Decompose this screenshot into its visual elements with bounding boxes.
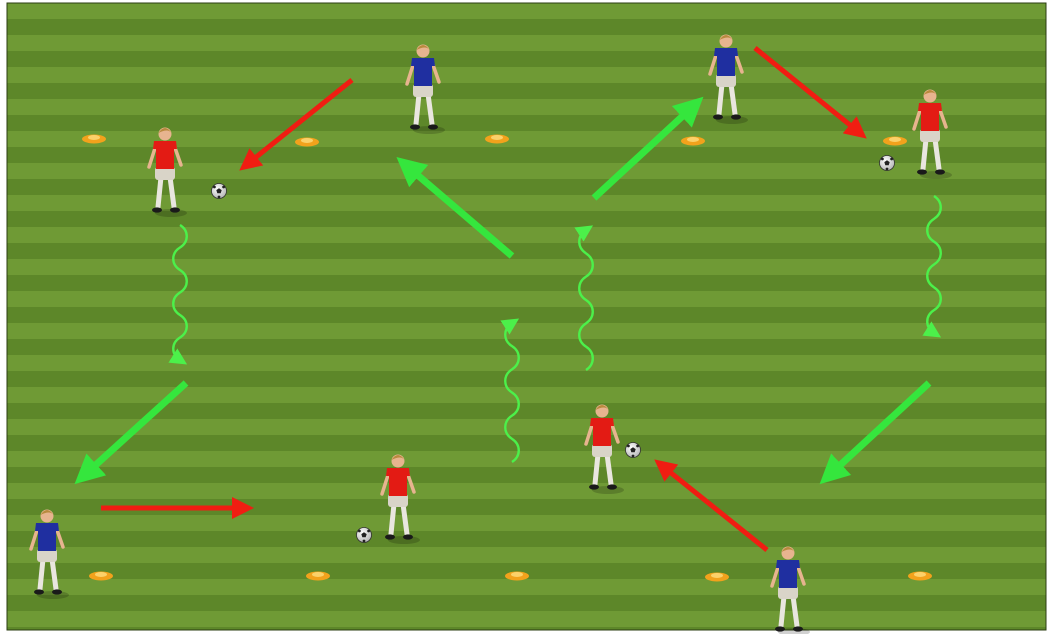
pass-arrow [74, 380, 189, 485]
grass-stripe [7, 499, 1046, 515]
grass-stripe [7, 179, 1046, 195]
run-arrows [101, 46, 867, 552]
grass-stripe [7, 243, 1046, 259]
soccer-balls [211, 155, 895, 543]
blue-team-player [708, 34, 748, 124]
red-team-player [584, 404, 624, 494]
dribble-paths [168, 194, 942, 464]
cone-marker [485, 134, 509, 144]
grass-stripe [7, 531, 1046, 547]
run-arrow [654, 459, 769, 552]
grass-stripe [7, 611, 1046, 627]
pass-arrow [396, 156, 515, 259]
cone-marker [306, 571, 330, 581]
grass-stripe [7, 451, 1046, 467]
cone-marker [82, 134, 106, 144]
grass-stripe [7, 435, 1046, 451]
cone-marker [295, 137, 319, 147]
grass-stripe [7, 195, 1046, 211]
red-team-player [912, 89, 952, 179]
grass-stripe [7, 211, 1046, 227]
cone-marker [89, 571, 113, 581]
grass-stripe [7, 227, 1046, 243]
grass-stripe [7, 115, 1046, 131]
grass-stripe [7, 371, 1046, 387]
grass-stripe [7, 483, 1046, 499]
cone-marker [883, 136, 907, 146]
grass-stripe [7, 467, 1046, 483]
grass-stripe [7, 19, 1046, 35]
soccer-ball [356, 527, 372, 543]
grass-stripe [7, 51, 1046, 67]
grass-stripe [7, 259, 1046, 275]
grass-stripe [7, 323, 1046, 339]
dribble-path [574, 225, 594, 372]
cone-markers [82, 134, 932, 582]
pass-arrow [819, 380, 932, 485]
grass-stripe [7, 579, 1046, 595]
dribble-path [168, 223, 188, 365]
blue-team-player [29, 509, 69, 599]
grass-stripe [7, 419, 1046, 435]
grass-stripe [7, 627, 1046, 630]
dribble-path [500, 318, 520, 464]
grass-stripe [7, 67, 1046, 83]
soccer-ball [879, 155, 895, 171]
run-arrow [239, 78, 354, 171]
run-arrow [753, 46, 867, 139]
pass-arrow [591, 96, 704, 201]
grass-stripes [7, 3, 1046, 630]
soccer-ball [625, 442, 641, 458]
red-team-player [380, 454, 420, 544]
red-team-player [147, 127, 187, 217]
grass-stripe [7, 163, 1046, 179]
cone-marker [505, 571, 529, 581]
dribble-path [922, 194, 942, 338]
grass-stripe [7, 387, 1046, 403]
pass-arrows [74, 96, 932, 485]
grass-stripe [7, 35, 1046, 51]
grass-stripe [7, 547, 1046, 563]
grass-stripe [7, 595, 1046, 611]
grass-stripe [7, 3, 1046, 19]
grass-stripe [7, 307, 1046, 323]
blue-team-player [770, 546, 810, 634]
grass-stripe [7, 131, 1046, 147]
grass-stripe [7, 275, 1046, 291]
players [29, 34, 952, 634]
blue-team-player [405, 44, 445, 134]
cone-marker [681, 136, 705, 146]
grass-stripe [7, 291, 1046, 307]
grass-stripe [7, 515, 1046, 531]
grass-stripe [7, 339, 1046, 355]
grass-stripe [7, 99, 1046, 115]
grass-stripe [7, 355, 1046, 371]
soccer-ball [211, 183, 227, 199]
grass-stripe [7, 403, 1046, 419]
grass-stripe [7, 83, 1046, 99]
cone-marker [705, 572, 729, 582]
cone-marker [908, 571, 932, 581]
